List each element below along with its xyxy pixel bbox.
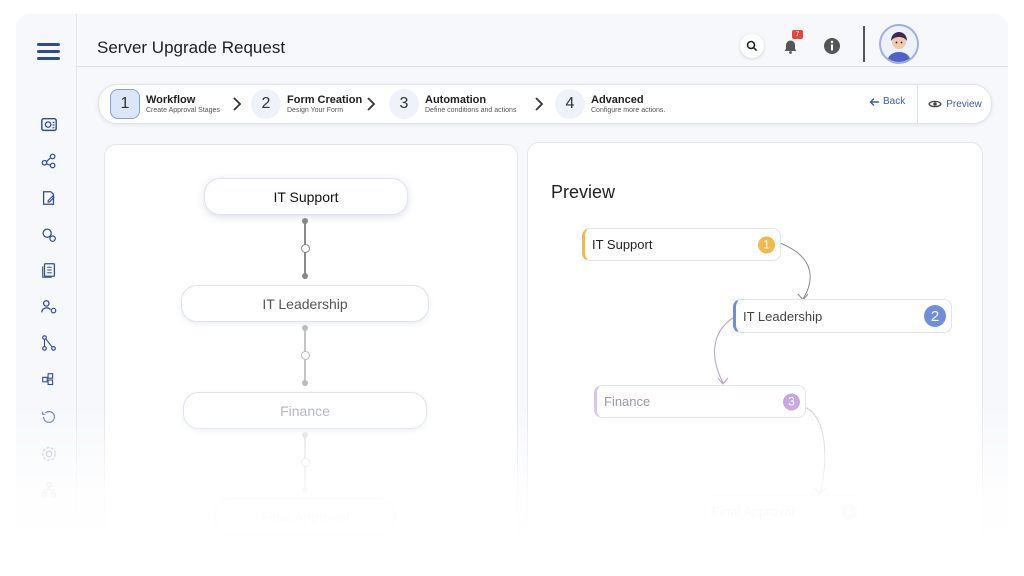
header-divider: [863, 26, 865, 62]
workflow-builder-panel: IT Support IT Leadership Finance Final A…: [104, 144, 518, 554]
arrow-left-icon: [869, 97, 879, 106]
step-automation[interactable]: 3 Automation Define conditions and actio…: [389, 89, 516, 119]
step-number: 1: [110, 89, 140, 119]
chevron-right-icon: [535, 97, 544, 111]
info-button[interactable]: [820, 34, 844, 58]
stage-card[interactable]: Finance: [183, 392, 427, 429]
preview-flow-lines: [714, 242, 826, 495]
preview-label: Preview: [946, 98, 982, 110]
info-icon: [824, 38, 840, 54]
chevron-right-icon: [367, 97, 376, 111]
add-stage-handle[interactable]: [301, 244, 310, 253]
back-button[interactable]: Back: [869, 96, 905, 107]
back-label: Back: [883, 96, 906, 107]
settings-user-icon[interactable]: [39, 225, 59, 245]
step-title: Form Creation: [287, 93, 363, 106]
step-workflow[interactable]: 1 Workflow Create Approval Stages: [110, 89, 220, 119]
preview-button[interactable]: Preview: [917, 85, 992, 123]
menu-icon[interactable]: [37, 43, 60, 60]
bell-icon: [784, 40, 796, 54]
add-stage-handle[interactable]: [301, 351, 310, 360]
notifications-button[interactable]: 7: [778, 30, 803, 58]
preview-node[interactable]: IT Leadership 2: [733, 299, 952, 333]
workflow-icon[interactable]: [39, 151, 59, 171]
connector-dot: [302, 380, 308, 386]
org-chart-icon[interactable]: [39, 480, 59, 500]
step-number: 4: [555, 89, 585, 119]
sidebar: [16, 14, 77, 554]
preview-node-label: IT Support: [592, 237, 653, 252]
hierarchy-icon[interactable]: [39, 333, 59, 353]
notification-badge: 7: [792, 30, 803, 39]
add-stage-handle[interactable]: [301, 458, 310, 467]
page-title: Server Upgrade Request: [97, 38, 286, 57]
workflow-stepper: 1 Workflow Create Approval Stages 2 Form…: [98, 84, 992, 124]
step-form-creation[interactable]: 2 Form Creation Design Your Form: [251, 89, 362, 119]
connector-dot: [302, 432, 308, 438]
history-icon[interactable]: [39, 407, 59, 427]
connector-dot: [302, 487, 308, 493]
top-header: Server Upgrade Request 7: [77, 14, 1008, 67]
preview-title: Preview: [551, 182, 616, 202]
preview-node[interactable]: Finance 3: [594, 385, 806, 418]
chevron-right-icon: [233, 97, 242, 111]
connector-dot: [302, 325, 308, 331]
documents-icon[interactable]: [39, 260, 59, 280]
preview-node-number: 3: [783, 393, 800, 410]
connector-dot: [302, 218, 308, 224]
stage-card[interactable]: Final Approval: [215, 498, 395, 535]
eye-icon: [928, 100, 942, 108]
step-subtitle: Design Your Form: [287, 106, 344, 114]
step-number: 3: [389, 89, 419, 119]
dashboard-icon[interactable]: [39, 115, 59, 135]
gear-icon[interactable]: [39, 444, 59, 464]
preview-panel: Preview IT Support 1 IT Leadership 2 Fin…: [527, 142, 983, 554]
stage-card[interactable]: IT Support: [204, 178, 408, 215]
search-icon: [746, 40, 758, 52]
avatar[interactable]: [879, 24, 919, 64]
step-title: Advanced: [591, 93, 644, 106]
search-button[interactable]: [740, 34, 764, 58]
edit-document-icon[interactable]: [39, 188, 59, 208]
preview-node[interactable]: IT Support 1: [582, 228, 781, 261]
preview-node-label: Final Approval: [712, 504, 795, 519]
preview-node-number: 4: [841, 503, 857, 520]
grid-icon[interactable]: [39, 370, 59, 390]
preview-node-label: IT Leadership: [743, 308, 823, 324]
step-title: Workflow: [146, 93, 196, 106]
step-subtitle: Configure more actions.: [591, 106, 666, 114]
users-settings-icon[interactable]: [39, 297, 59, 317]
step-advanced[interactable]: 4 Advanced Configure more actions.: [555, 89, 665, 119]
stage-card[interactable]: IT Leadership: [181, 285, 429, 322]
connector-dot: [302, 273, 308, 279]
preview-node-number: 2: [924, 305, 946, 327]
preview-node-number: 1: [758, 236, 775, 253]
app-window: Server Upgrade Request 7 1 Workflow: [16, 14, 1008, 554]
preview-node[interactable]: Final Approval 4: [704, 495, 863, 528]
step-subtitle: Define conditions and actions: [425, 106, 517, 114]
step-title: Automation: [425, 93, 487, 106]
step-number: 2: [251, 89, 281, 119]
step-subtitle: Create Approval Stages: [146, 106, 220, 114]
preview-node-label: Finance: [604, 394, 651, 409]
